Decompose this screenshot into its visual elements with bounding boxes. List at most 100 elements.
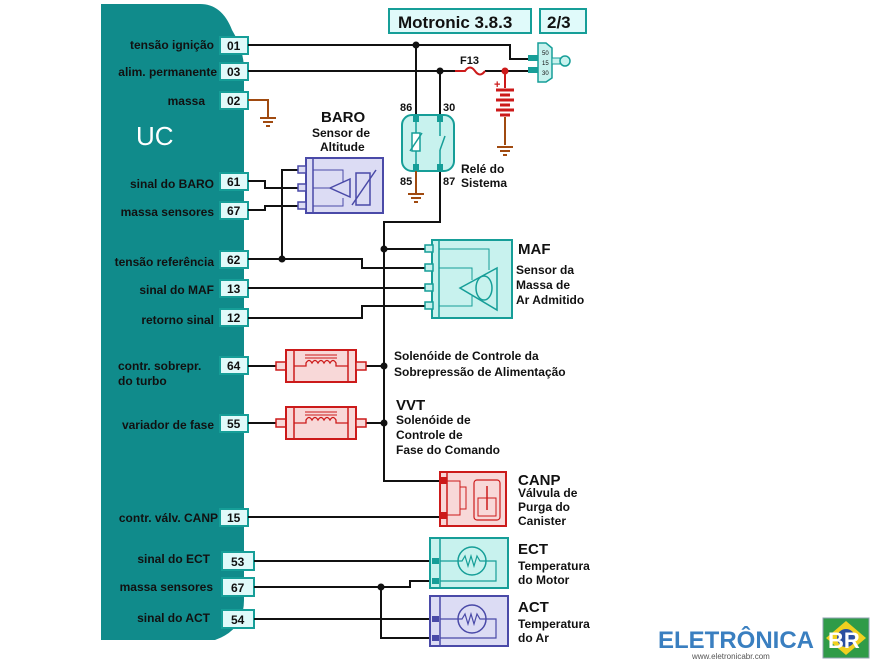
pin-number-01: 01	[227, 39, 241, 53]
vvt-solenoid: VVT Solenóide de Controle de Fase do Com…	[275, 397, 500, 457]
battery-polarity: +	[494, 79, 500, 91]
maf-title: MAF	[518, 241, 551, 258]
pin-number-13: 13	[227, 282, 241, 296]
maf-desc-3: Ar Admitido	[516, 293, 584, 307]
relay-terminal-87: 87	[443, 176, 455, 188]
canp-desc-1: Válvula de	[518, 486, 578, 500]
pin-number-03: 03	[227, 65, 241, 79]
baro-desc-2: Altitude	[320, 140, 365, 154]
pin-number-12: 12	[227, 311, 241, 325]
boost-desc-1: Solenóide de Controle da	[394, 349, 539, 363]
vvt-desc-3: Fase do Comando	[396, 443, 500, 457]
pin-label-13: sinal do MAF	[139, 283, 214, 297]
maf-sensor: MAF Sensor da Massa de Ar Admitido	[424, 239, 584, 319]
key-icon	[551, 55, 571, 67]
maf-desc-1: Sensor da	[516, 263, 574, 277]
pin-number-55: 55	[227, 417, 241, 431]
wire-baro-ref	[281, 169, 300, 259]
boost-solenoid: Solenóide de Controle da Sobrepressão de…	[275, 349, 566, 383]
wire-62	[248, 258, 425, 269]
canp-valve: CANP Válvula de Purga do Canister	[439, 471, 578, 528]
vvt-desc-2: Controle de	[396, 428, 463, 442]
relay-body	[401, 114, 455, 172]
pin-label-01: tensão ignição	[130, 38, 214, 52]
title-box	[388, 8, 532, 34]
fuse-label: F13	[460, 55, 479, 67]
page-box	[539, 8, 587, 34]
pin-label-67b: massa sensores	[120, 580, 214, 594]
eletronicabr-logo[interactable]: ELETRÔNICA BR www.eletronicabr.com	[658, 617, 870, 661]
ecu-body	[101, 4, 244, 640]
maf-desc-2: Massa de	[516, 278, 570, 292]
pin-label-55: variador de fase	[122, 418, 214, 432]
pin-label-02: massa	[168, 94, 206, 108]
ect-sensor: ECT Temperatura do Motor	[429, 537, 590, 589]
wire-relay-87-bus	[383, 170, 441, 482]
relay-contact-icon	[439, 135, 446, 151]
ecu-pins: tensão ignição 01 alim. permanente 03 ma…	[115, 36, 255, 629]
pin-label-61: sinal do BARO	[130, 177, 214, 191]
wire-67a	[248, 205, 300, 211]
boost-coil-icon	[294, 359, 348, 367]
canp-desc-2: Purga do	[518, 500, 570, 514]
act-desc-2: do Ar	[518, 631, 549, 645]
ecu-label: UC	[136, 121, 174, 151]
ignition-switch[interactable]: 50 15 30	[528, 42, 571, 83]
fuse-f13: F13	[455, 55, 509, 76]
canp-desc-3: Canister	[518, 514, 566, 528]
pin-label-64: contr. sobrepr.	[118, 359, 201, 373]
ground-icon	[260, 117, 276, 127]
logo-text: ELETRÔNICA	[658, 626, 814, 654]
logo-badge: BR	[828, 628, 860, 653]
page-indicator: 2/3	[547, 13, 571, 32]
relay-terminal-86: 86	[400, 102, 412, 114]
pin-label-03: alim. permanente	[118, 65, 217, 79]
battery-icon: +	[494, 71, 514, 145]
vvt-desc-1: Solenóide de	[396, 413, 471, 427]
pin-number-15: 15	[227, 511, 241, 525]
brazil-chip-icon: BR	[822, 617, 870, 659]
wire-02	[248, 99, 269, 118]
ect-desc-2: do Motor	[518, 573, 570, 587]
relay-terminal-85: 85	[400, 176, 412, 188]
pin-number-64: 64	[227, 359, 241, 373]
pin-number-53: 53	[231, 555, 245, 569]
act-title: ACT	[518, 599, 549, 616]
junction-64	[380, 362, 388, 370]
logo-url: www.eletronicabr.com	[691, 652, 770, 661]
pin-number-02: 02	[227, 94, 241, 108]
act-sensor: ACT Temperatura do Ar	[429, 595, 590, 647]
wires	[248, 41, 528, 639]
fuse-icon	[455, 66, 486, 76]
pin-label-54: sinal do ACT	[137, 611, 211, 625]
wire-67b	[254, 580, 433, 588]
baro-amplifier-icon	[328, 177, 351, 199]
baro-sensor: BARO Sensor de Altitude	[297, 109, 384, 214]
pin-label-12: retorno sinal	[141, 313, 214, 327]
vvt-title: VVT	[396, 397, 425, 414]
baro-desc-1: Sensor de	[312, 126, 370, 140]
ect-desc-1: Temperatura	[518, 559, 590, 573]
battery-ground-icon	[497, 146, 513, 156]
maf-hotwire-icon	[475, 275, 493, 301]
system-relay: 86 30 85 87 Relé do Sistema	[400, 102, 507, 203]
pin-label-15: contr. válv. CANP	[119, 511, 218, 525]
pin-number-61: 61	[227, 175, 241, 189]
junction-55	[380, 419, 388, 427]
pin-number-62: 62	[227, 253, 241, 267]
switch-terminal-15: 15	[542, 61, 549, 67]
pin-label-67a: massa sensores	[121, 205, 215, 219]
wire-12	[248, 305, 425, 319]
wire-01	[248, 44, 528, 60]
ect-title: ECT	[518, 541, 548, 558]
act-desc-1: Temperatura	[518, 617, 590, 631]
switch-terminal-50: 50	[542, 51, 549, 57]
switch-terminal-30: 30	[542, 71, 549, 77]
pin-label-53: sinal do ECT	[137, 552, 210, 566]
diagram-title: Motronic 3.8.3	[398, 13, 512, 32]
baro-title: BARO	[321, 109, 365, 126]
header: Motronic 3.8.3 2/3	[388, 8, 587, 34]
vvt-coil-icon	[294, 416, 348, 424]
relay-label-2: Sistema	[461, 176, 507, 190]
